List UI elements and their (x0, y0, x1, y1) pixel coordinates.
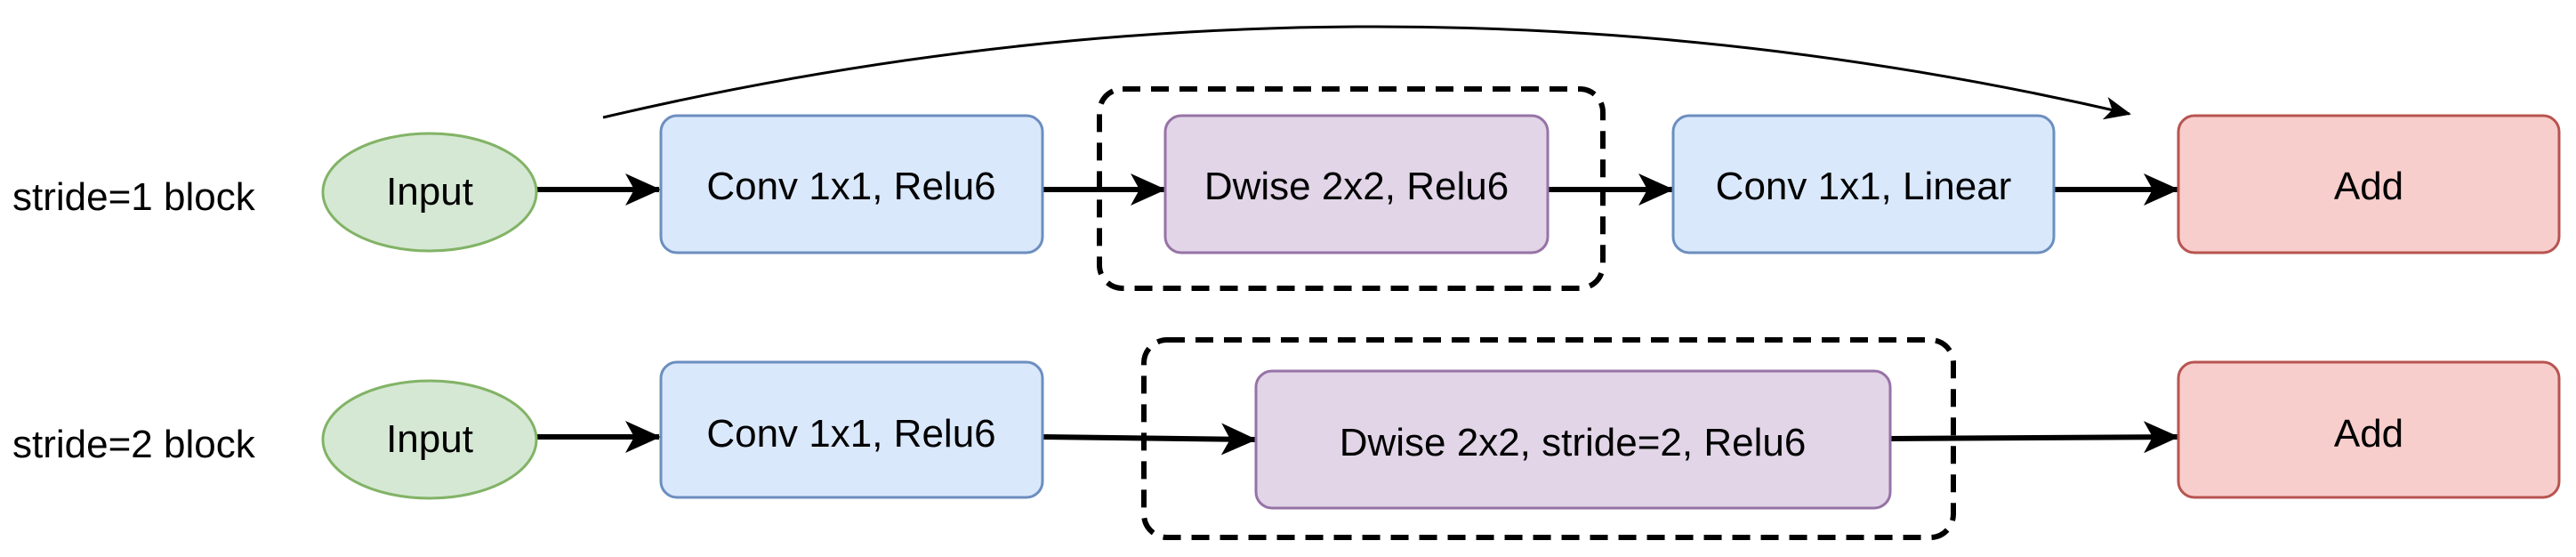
dwise-relu6-node: Dwise 2x2, Relu6 (1163, 114, 1550, 254)
conv1x1-linear-node: Conv 1x1, Linear (1671, 114, 2056, 254)
dwise-relu6-label: Dwise 2x2, Relu6 (1204, 165, 1509, 208)
input-node: Input (321, 132, 538, 253)
input-node-2: Input (321, 379, 538, 500)
arrow-conv-to-dwise-stride2 (1042, 423, 1257, 456)
row-label-stride2: stride=2 block (12, 423, 256, 466)
arrow-dwise-stride2-to-add (1889, 421, 2179, 454)
add-node: Add (2177, 114, 2561, 254)
row-label-stride1: stride=1 block (12, 175, 256, 219)
input-node-2-label: Input (386, 417, 473, 461)
conv1x1-linear-label: Conv 1x1, Linear (1716, 165, 2012, 208)
add-node-2-label: Add (2334, 412, 2403, 456)
conv1x1-relu6-node: Conv 1x1, Relu6 (659, 114, 1044, 254)
dwise-stride2-relu6-label: Dwise 2x2, stride=2, Relu6 (1340, 421, 1807, 464)
conv1x1-relu6-label: Conv 1x1, Relu6 (706, 165, 995, 208)
conv1x1-relu6-2-label: Conv 1x1, Relu6 (706, 412, 995, 456)
add-node-2: Add (2177, 360, 2561, 499)
input-node-label: Input (386, 170, 473, 214)
dwise-stride2-relu6-node: Dwise 2x2, stride=2, Relu6 (1254, 369, 1892, 510)
conv1x1-relu6-node-2: Conv 1x1, Relu6 (659, 360, 1044, 499)
residual-skip-connection (602, 25, 2131, 120)
add-node-label: Add (2334, 165, 2403, 208)
